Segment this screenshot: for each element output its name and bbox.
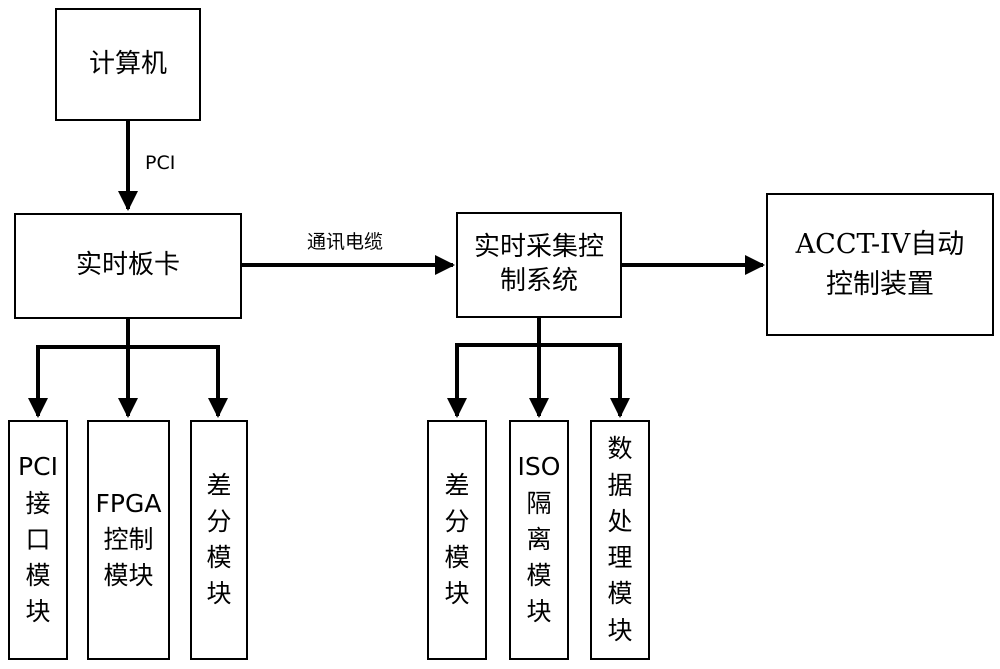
- node-data-module-line: 模: [607, 579, 633, 609]
- node-diff-module-left-line: 分: [206, 506, 232, 536]
- node-diff-module-right: 差 分 模 块: [427, 420, 487, 660]
- node-pci-module: PCI 接 口 模 块: [8, 420, 68, 660]
- node-pci-module-line: 口: [25, 524, 51, 554]
- node-data-module-line: 据: [607, 470, 633, 500]
- node-realtime-board: 实时板卡: [14, 213, 242, 319]
- node-pci-module-line: 块: [25, 597, 51, 627]
- node-fpga-module-line: 控制: [103, 524, 154, 554]
- node-diff-module-left-line: 差: [206, 470, 232, 500]
- node-pci-module-line: PCI: [18, 452, 58, 482]
- node-diff-module-left-line: 模: [206, 543, 232, 572]
- node-diff-module-left-line: 块: [206, 579, 232, 609]
- node-data-module-line: 处: [607, 506, 633, 536]
- node-diff-module-right-line: 模: [444, 543, 470, 572]
- node-iso-module-line: 模: [526, 561, 552, 591]
- node-realtime-board-label: 实时板卡: [75, 250, 180, 281]
- node-acct-device-line: 控制装置: [825, 268, 934, 300]
- node-acquisition-system-line: 实时采集控: [473, 232, 604, 263]
- node-acquisition-system: 实时采集控 制系统: [456, 212, 622, 318]
- node-fpga-module: FPGA 控制 模块: [87, 420, 170, 660]
- node-diff-module-right-line: 分: [444, 506, 470, 536]
- node-iso-module-line: ISO: [517, 452, 561, 482]
- edge-label-pci: PCI: [145, 152, 176, 174]
- node-acct-device-line: ACCT-IV自动: [795, 229, 965, 261]
- node-diff-module-right-line: 块: [444, 579, 470, 609]
- node-computer-label: 计算机: [88, 48, 167, 79]
- node-iso-module-line: 块: [526, 597, 552, 627]
- node-fpga-module-line: 模块: [103, 561, 154, 591]
- node-computer: 计算机: [55, 8, 201, 121]
- node-iso-module: ISO 隔 离 模 块: [509, 420, 569, 660]
- node-iso-module-line: 离: [526, 524, 552, 554]
- node-diff-module-left: 差 分 模 块: [190, 420, 248, 660]
- node-data-module-line: 块: [607, 615, 633, 645]
- node-fpga-module-line: FPGA: [95, 488, 162, 518]
- node-iso-module-line: 隔: [526, 488, 552, 518]
- node-pci-module-line: 模: [25, 561, 51, 591]
- node-data-module-line: 数: [607, 434, 633, 464]
- node-pci-module-line: 接: [25, 488, 51, 518]
- edge-label-cable: 通讯电缆: [307, 231, 384, 253]
- node-data-module: 数 据 处 理 模 块: [590, 420, 650, 660]
- node-acct-device: ACCT-IV自动 控制装置: [766, 193, 994, 336]
- node-diff-module-right-line: 差: [444, 470, 470, 500]
- node-acquisition-system-line: 制系统: [499, 266, 578, 296]
- node-data-module-line: 理: [607, 543, 633, 572]
